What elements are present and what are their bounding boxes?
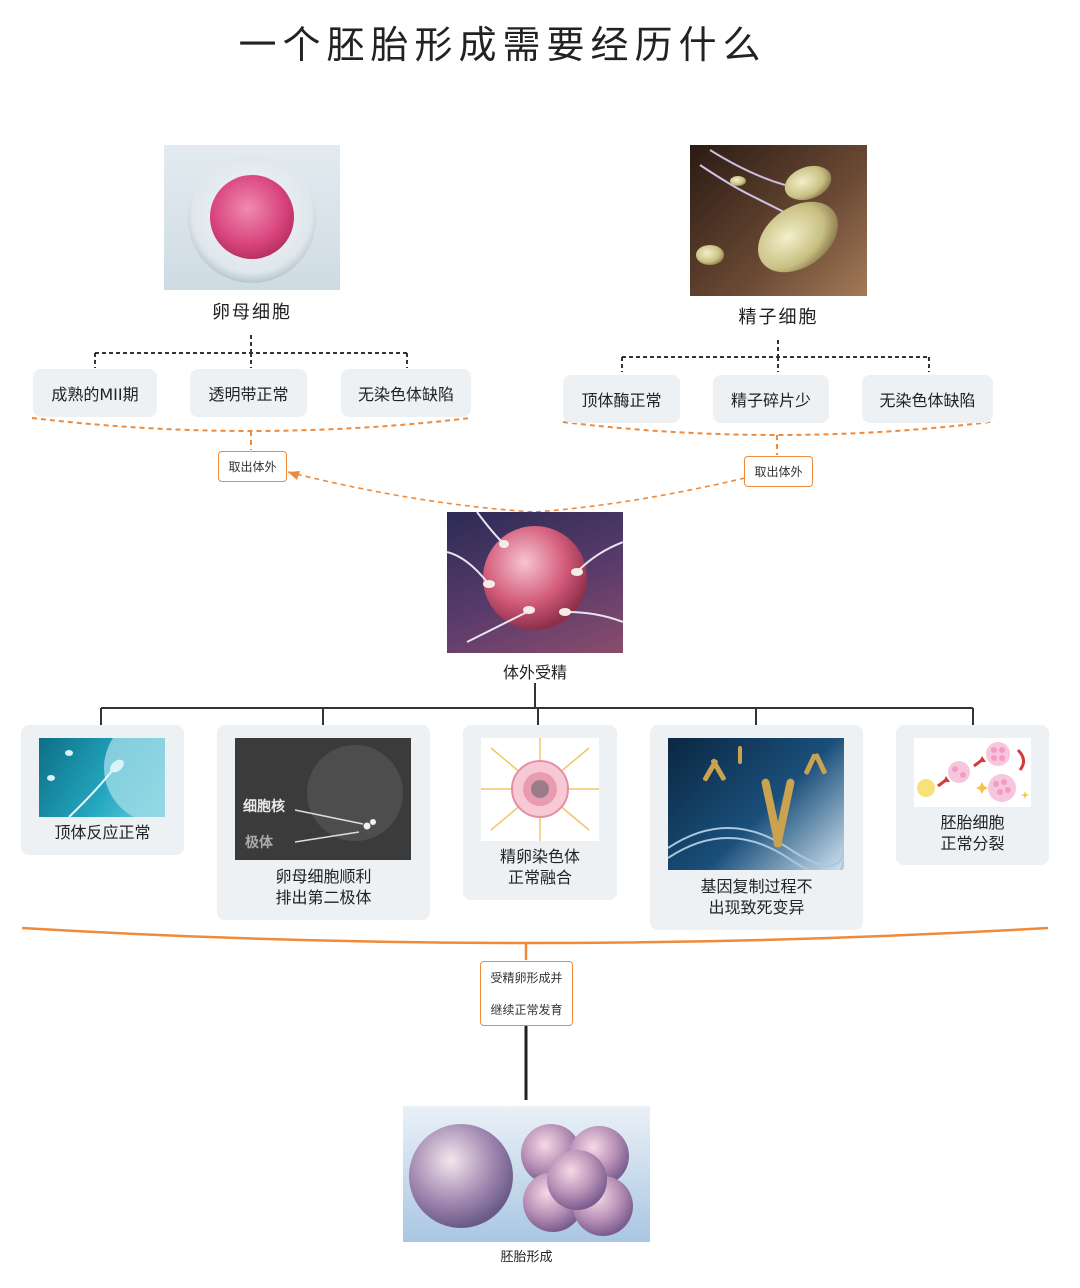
egg-cell-label: 卵母细胞 — [212, 302, 292, 323]
step-caption-line1: 胚胎细胞 — [940, 813, 1005, 832]
step-caption-line1: 基因复制过程不 — [700, 877, 813, 896]
cell-division-image — [914, 738, 1031, 807]
extract-tag-sperm: 取出体外 — [744, 456, 813, 487]
step-caption-line2: 正常分裂 — [940, 834, 1005, 853]
step-card-chromosome-fusion: 精卵染色体 正常融合 — [463, 725, 617, 900]
step-caption-line1: 顶体反应正常 — [54, 823, 151, 842]
step-card-gene-replication: 基因复制过程不 出现致死变异 — [650, 725, 863, 930]
step-card-acrosome: 顶体反应正常 — [21, 725, 184, 855]
acrosome-reaction-image — [39, 738, 165, 817]
gene-replication-image — [668, 738, 844, 870]
egg-cell-image — [164, 145, 340, 290]
step-card-polar-body: 细胞核 极体 卵母细胞顺利 排出第二极体 — [217, 725, 430, 920]
result-tag: 受精卵形成并 继续正常发育 — [480, 961, 573, 1026]
sperm-cell-image — [690, 145, 867, 296]
step-caption-line2: 排出第二极体 — [275, 888, 372, 907]
step-caption-line1: 精卵染色体 — [499, 847, 580, 866]
step-caption-line2: 出现致死变异 — [708, 898, 805, 917]
embryo-image — [403, 1106, 650, 1242]
polar-body-annotation: 极体 — [245, 835, 273, 851]
ivf-label: 体外受精 — [502, 663, 567, 682]
ivf-image — [447, 512, 623, 653]
nucleus-annotation: 细胞核 — [243, 799, 285, 815]
chromosome-fusion-image — [481, 738, 599, 841]
step-caption-line1: 卵母细胞顺利 — [275, 867, 372, 886]
result-tag-line1: 受精卵形成并 — [490, 970, 563, 985]
egg-requirement-chip: 透明带正常 — [190, 369, 307, 417]
sperm-requirement-chip: 顶体酶正常 — [563, 375, 680, 423]
egg-requirement-chip: 成熟的MII期 — [33, 369, 157, 417]
sperm-cell-label: 精子细胞 — [738, 307, 819, 328]
extract-tag-egg: 取出体外 — [218, 451, 287, 482]
sperm-requirement-chip: 无染色体缺陷 — [862, 375, 993, 423]
step-card-cell-division: 胚胎细胞 正常分裂 — [896, 725, 1049, 865]
polar-body-image: 细胞核 极体 — [235, 738, 411, 860]
egg-requirement-chip: 无染色体缺陷 — [341, 369, 471, 417]
step-caption-line2: 正常融合 — [507, 868, 572, 887]
sperm-requirement-chip: 精子碎片少 — [713, 375, 829, 423]
page-title: 一个胚胎形成需要经历什么 — [238, 23, 767, 67]
result-tag-line2: 继续正常发育 — [490, 1002, 563, 1017]
embryo-label: 胚胎形成 — [500, 1250, 553, 1265]
